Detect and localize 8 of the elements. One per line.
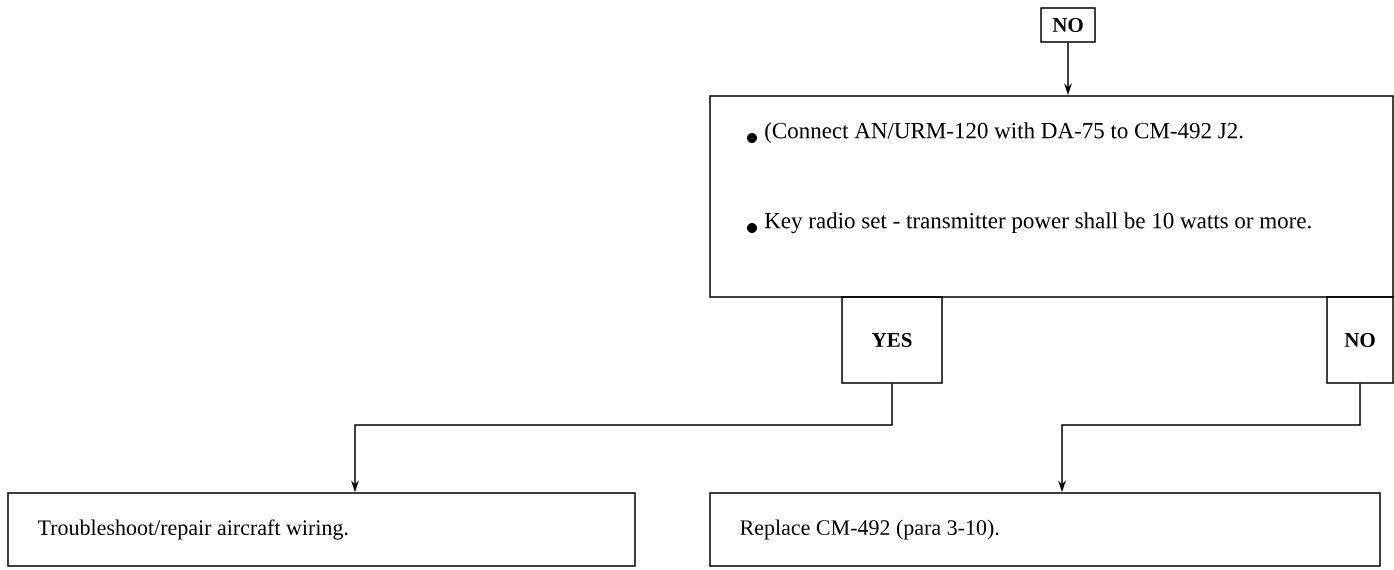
- instruction-text: Key radio set - transmitter power shall be 10 watts or more.: [764, 212, 1311, 234]
- answer-box: NO: [1040, 7, 1096, 43]
- instruction-text: (Connect AN/URM-120 with DA-75 to CM-492 J2.: [765, 122, 1243, 144]
- action-box: Replace CM-492 (para 3-10).: [709, 492, 1381, 567]
- answer-box: NO: [1326, 296, 1394, 384]
- action-box: Troubleshoot/repair aircraft wiring.: [7, 492, 636, 567]
- answer-box: YES: [841, 296, 943, 384]
- instruction-box: [709, 95, 1394, 298]
